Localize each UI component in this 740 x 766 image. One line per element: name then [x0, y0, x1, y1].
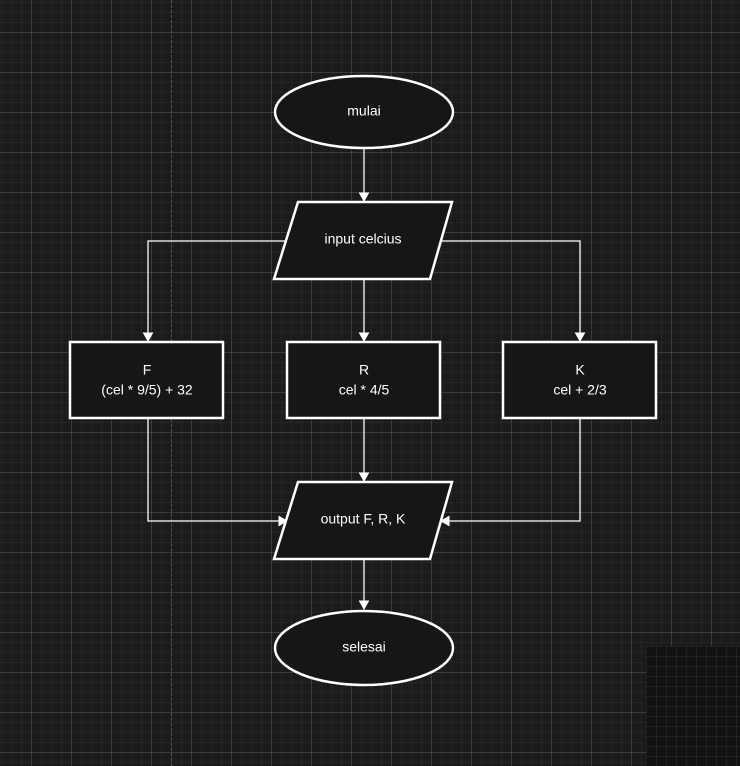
output-parallelogram	[272, 480, 454, 561]
process-k-formula: cel + 2/3	[553, 382, 607, 398]
process-f-box	[68, 340, 225, 420]
input-parallelogram	[272, 200, 454, 281]
node-input[interactable]: input celcius	[272, 200, 454, 281]
node-process-r[interactable]: R cel * 4/5	[285, 340, 442, 420]
input-label: input celcius	[324, 231, 401, 247]
edge-input-k[interactable]	[439, 240, 586, 343]
edge-output-end[interactable]	[358, 560, 370, 611]
process-r-title: R	[359, 362, 369, 378]
start-ellipse	[273, 74, 455, 150]
end-ellipse	[273, 609, 455, 687]
edge-k-output[interactable]	[439, 419, 581, 527]
process-k-box	[501, 340, 658, 420]
output-label: output F, R, K	[321, 511, 406, 527]
process-f-title: F	[143, 362, 152, 378]
edge-input-f[interactable]	[142, 240, 289, 343]
edge-start-input[interactable]	[358, 148, 370, 203]
process-k-title: K	[575, 362, 585, 378]
edges	[142, 148, 586, 611]
canvas-corner-patch	[646, 646, 740, 766]
start-label: mulai	[347, 103, 380, 119]
end-label: selesai	[342, 639, 386, 655]
node-output[interactable]: output F, R, K	[272, 480, 454, 561]
process-r-box	[285, 340, 442, 420]
node-end[interactable]: selesai	[273, 609, 455, 687]
edge-r-output[interactable]	[358, 419, 370, 483]
node-process-f[interactable]: F (cel * 9/5) + 32	[68, 340, 225, 420]
edge-input-r[interactable]	[358, 279, 370, 343]
edge-f-output[interactable]	[147, 419, 289, 527]
process-r-formula: cel * 4/5	[339, 382, 390, 398]
node-process-k[interactable]: K cel + 2/3	[501, 340, 658, 420]
node-start[interactable]: mulai	[273, 74, 455, 150]
process-f-formula: (cel * 9/5) + 32	[101, 382, 193, 398]
